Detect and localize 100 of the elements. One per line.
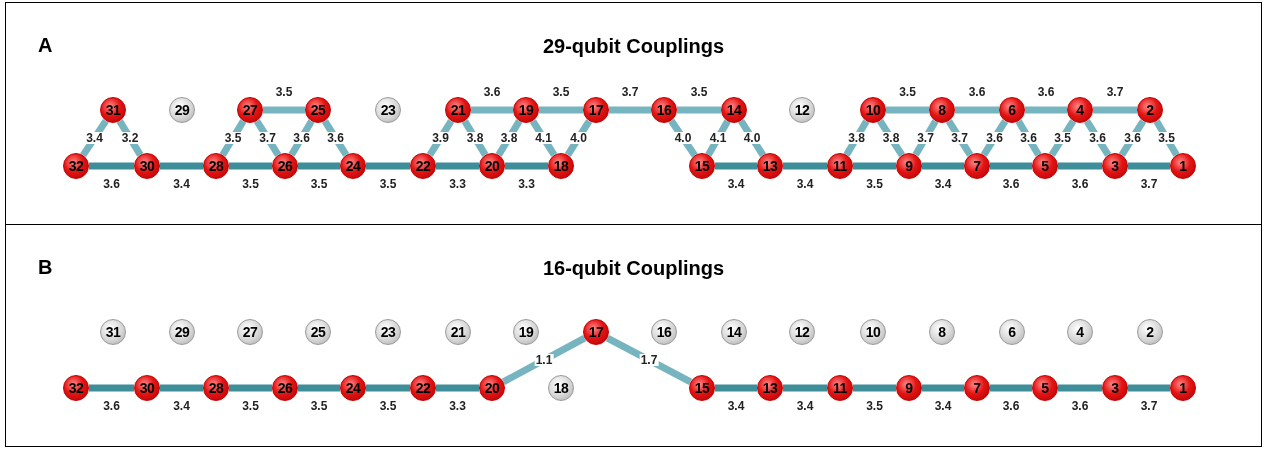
edge-label: 3.5	[378, 400, 398, 412]
coupling-line	[945, 119, 974, 157]
edge-label: 3.5	[241, 178, 260, 190]
coupling-line	[1153, 119, 1180, 157]
coupling-line	[853, 162, 896, 170]
edge-label: 3.4	[933, 400, 953, 412]
edge-label: 3.5	[898, 86, 917, 98]
panel-letter: B	[38, 257, 53, 277]
coupling-line	[89, 162, 134, 170]
coupling-line	[1048, 119, 1077, 157]
edge-label: 3.8	[465, 132, 485, 144]
coupling-line	[715, 384, 757, 392]
edge-label: 3.6	[1019, 132, 1038, 144]
coupling-line	[990, 384, 1032, 392]
edge-label: 3.6	[1123, 132, 1142, 144]
edge-label: 3.5	[223, 132, 243, 144]
coupling-line	[219, 119, 247, 157]
edge-label: 3.4	[85, 132, 104, 144]
edge-label: 3.6	[1001, 400, 1021, 412]
coupling-line	[160, 384, 203, 392]
coupling-line	[922, 162, 964, 170]
edge-label: 3.7	[1139, 178, 1159, 190]
panel-title: 29-qubit Couplings	[542, 36, 725, 56]
panel-title: 16-qubit Couplings	[542, 258, 725, 278]
coupling-line	[980, 119, 1009, 157]
coupling-line	[89, 384, 134, 392]
edge-label: 3.5	[1157, 132, 1176, 144]
coupling-line	[539, 106, 583, 114]
edge-label: 3.8	[499, 132, 519, 144]
edge-label: 3.4	[933, 178, 953, 190]
coupling-line	[912, 119, 939, 157]
coupling-line	[116, 119, 144, 157]
coupling-line	[668, 118, 698, 158]
coupling-line	[298, 384, 340, 392]
edge-label: 3.6	[292, 132, 311, 144]
coupling-line	[738, 119, 766, 157]
edge-label: 3.8	[847, 132, 866, 144]
edge-label: 3.7	[620, 86, 640, 98]
edge-label: 3.4	[726, 400, 746, 412]
coupling-line	[505, 162, 548, 170]
edge-label: 3.7	[916, 132, 935, 144]
edge-label: 3.7	[1139, 400, 1159, 412]
coupling-line	[501, 335, 587, 385]
coupling-line	[843, 119, 870, 157]
coupling-line	[609, 106, 651, 114]
panel	[5, 224, 1262, 447]
coupling-line	[436, 384, 479, 392]
coupling-line	[1015, 119, 1042, 157]
coupling-line	[426, 119, 455, 157]
coupling-line	[605, 334, 693, 386]
edge-label: 3.6	[102, 178, 121, 190]
edge-label: 3.5	[274, 86, 294, 98]
edge-label: 3.7	[1105, 86, 1125, 98]
edge-label: 4.1	[708, 132, 728, 144]
edge-label: 3.6	[102, 400, 121, 412]
coupling-line	[1058, 384, 1102, 392]
coupling-line	[253, 119, 282, 157]
coupling-line	[263, 106, 305, 114]
edge-label: 3.6	[1001, 178, 1021, 190]
coupling-line	[495, 119, 523, 157]
edge-label: 1.1	[534, 354, 554, 366]
coupling-line	[990, 162, 1032, 170]
coupling-line	[80, 118, 109, 158]
coupling-line	[1128, 162, 1170, 170]
edge-label: 3.4	[172, 178, 191, 190]
edge-label: 3.5	[309, 400, 329, 412]
edge-label: 3.5	[378, 178, 398, 190]
coupling-line	[1093, 106, 1137, 114]
coupling-line	[955, 106, 999, 114]
coupling-line	[229, 384, 272, 392]
coupling-line	[783, 384, 827, 392]
edge-label: 3.8	[881, 132, 901, 144]
coupling-line	[1118, 119, 1147, 157]
coupling-line	[321, 119, 350, 157]
edge-label: 4.1	[534, 132, 553, 144]
edge-label: 4.0	[673, 132, 693, 144]
coupling-line	[461, 119, 489, 157]
edge-label: 3.5	[865, 178, 884, 190]
coupling-line	[1083, 119, 1112, 157]
coupling-line	[677, 106, 721, 114]
edge-label: 3.6	[1088, 132, 1107, 144]
coupling-line	[160, 162, 203, 170]
edge-label: 3.4	[795, 400, 815, 412]
coupling-line	[436, 162, 479, 170]
edge-label: 3.6	[1070, 400, 1090, 412]
coupling-line	[877, 119, 905, 157]
edge-label: 3.9	[431, 132, 450, 144]
coupling-line	[783, 162, 827, 170]
edge-label: 3.6	[326, 132, 345, 144]
edge-label: 3.5	[551, 86, 571, 98]
edge-label: 3.4	[172, 400, 191, 412]
coupling-line	[288, 119, 315, 157]
edge-label: 3.6	[985, 132, 1004, 144]
coupling-line	[229, 162, 272, 170]
panel-letter: A	[38, 35, 53, 55]
edge-label: 4.0	[742, 132, 762, 144]
coupling-line	[715, 162, 757, 170]
coupling-line	[1025, 106, 1067, 114]
edge-label: 3.5	[1053, 132, 1072, 144]
coupling-line	[471, 106, 513, 114]
